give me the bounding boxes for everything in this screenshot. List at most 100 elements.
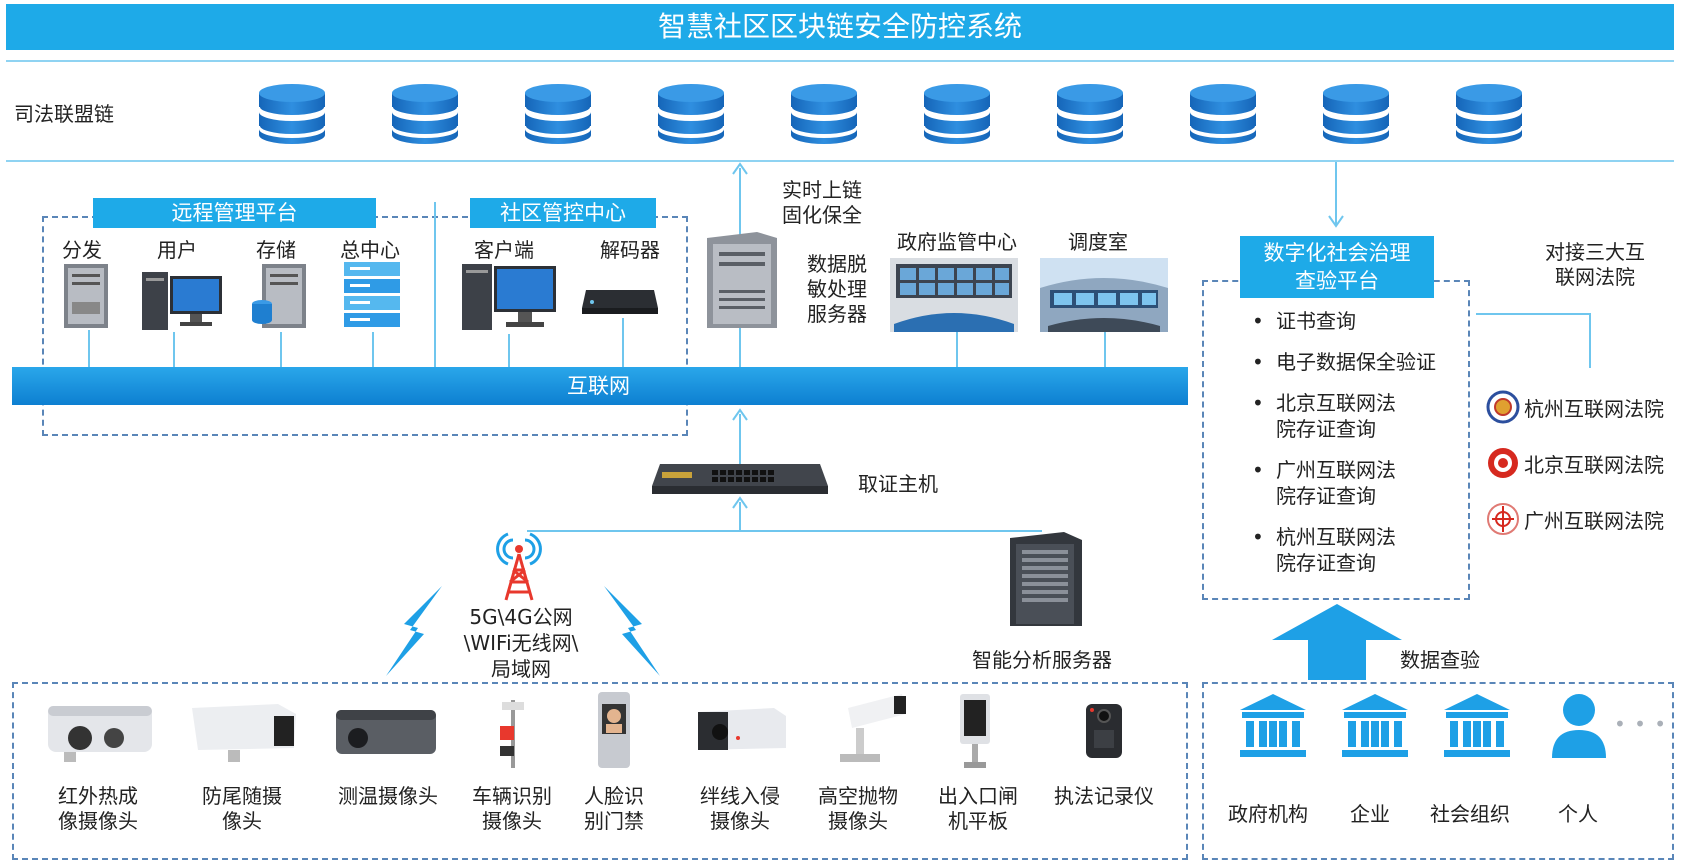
uplink-tree bbox=[527, 496, 1042, 532]
wireless-bolt-icon bbox=[596, 586, 668, 676]
court-item: 广州互联网法院 bbox=[1486, 502, 1664, 536]
analysis-server-label: 智能分析服务器 bbox=[972, 648, 1112, 672]
downlink-arrow bbox=[1328, 162, 1344, 228]
device-label-line: 摄像头 bbox=[828, 809, 888, 833]
database-icon bbox=[656, 83, 726, 145]
data-check-label: 数据查验 bbox=[1400, 648, 1480, 672]
courts-header-line: 对接三大互 bbox=[1545, 240, 1645, 264]
device-label-line: 人脸识 bbox=[584, 784, 644, 808]
server-icon bbox=[64, 264, 108, 328]
bullet-marker: • bbox=[1252, 391, 1264, 415]
device-label-line: 车辆识别 bbox=[472, 784, 552, 808]
device-label-line: 测温摄像头 bbox=[338, 784, 438, 808]
database-icon bbox=[922, 83, 992, 145]
switch-up-arrow bbox=[732, 408, 748, 464]
list-item-text: 院存证查询 bbox=[1276, 551, 1376, 575]
bullet-marker: • bbox=[1252, 525, 1264, 549]
connector bbox=[508, 334, 510, 368]
user-type-label: 个人 bbox=[1558, 802, 1598, 826]
face-access-icon bbox=[598, 692, 630, 768]
gov-center-label: 政府监管中心 bbox=[897, 230, 1017, 254]
guangzhou-court-logo bbox=[1487, 503, 1519, 535]
list-item-text: 广州互联网法 bbox=[1276, 458, 1396, 482]
client-computer-icon bbox=[462, 264, 556, 330]
database-icon bbox=[1454, 83, 1524, 145]
list-item-text: 电子数据保全验证 bbox=[1276, 350, 1436, 374]
node-label: 存储 bbox=[256, 238, 296, 262]
user-type-label: 企业 bbox=[1350, 802, 1390, 826]
device-label-line: 绊线入侵 bbox=[700, 784, 780, 808]
node-label: 用户 bbox=[157, 238, 197, 262]
falling-object-camera-icon bbox=[840, 694, 906, 762]
page-title: 智慧社区区块链安全防控系统 bbox=[6, 4, 1674, 50]
database-icon bbox=[1055, 83, 1125, 145]
desensitize-server-label: 数据脱 敏处理 服务器 bbox=[796, 252, 878, 327]
network-line: 5G\4G公网 bbox=[469, 605, 573, 629]
organization-icon bbox=[1442, 694, 1512, 758]
database-icon bbox=[1188, 83, 1258, 145]
government-icon bbox=[1238, 694, 1308, 758]
enterprise-icon bbox=[1340, 694, 1410, 758]
devices-box bbox=[12, 682, 1188, 860]
bullet-marker: • bbox=[1252, 350, 1264, 374]
server-label-line: 服务器 bbox=[807, 302, 867, 326]
node-label: 解码器 bbox=[600, 238, 660, 262]
gate-tablet-icon bbox=[960, 694, 990, 768]
connector bbox=[956, 332, 958, 368]
wireless-bolt-icon bbox=[378, 586, 450, 676]
device-label: 防尾随摄 像头 bbox=[184, 784, 300, 834]
device-label-line: 摄像头 bbox=[482, 809, 542, 833]
divider-bottom bbox=[6, 160, 1674, 162]
anti-tailgate-camera-icon bbox=[192, 704, 296, 762]
beijing-court-logo bbox=[1488, 448, 1518, 478]
governance-list: •证书查询 •电子数据保全验证 •北京互联网法院存证查询 •广州互联网法院存证查… bbox=[1240, 308, 1466, 591]
list-item-text: 证书查询 bbox=[1276, 309, 1356, 333]
hangzhou-court-logo bbox=[1486, 390, 1520, 424]
device-label-line: 防尾随摄 bbox=[202, 784, 282, 808]
connector bbox=[173, 332, 175, 368]
network-switch-icon bbox=[652, 464, 828, 494]
list-item: • 电子数据保全验证 bbox=[1240, 349, 1466, 375]
bullet-marker: • bbox=[1252, 309, 1264, 333]
server-label-line: 敏处理 bbox=[807, 277, 867, 301]
box-separator bbox=[434, 202, 436, 368]
network-line: 局域网 bbox=[491, 657, 551, 681]
device-label: 红外热成 像摄像头 bbox=[40, 784, 156, 834]
database-icon bbox=[390, 83, 460, 145]
governance-platform-title: 数字化社会治理 查验平台 bbox=[1240, 236, 1434, 298]
dispatch-room-image bbox=[1040, 258, 1168, 332]
court-name: 北京互联网法院 bbox=[1524, 452, 1664, 477]
network-label: 5G\4G公网 \WIFi无线网\ 局域网 bbox=[448, 604, 594, 682]
list-item-text: 院存证查询 bbox=[1276, 484, 1376, 508]
datacenter-icon bbox=[344, 262, 400, 327]
database-icon bbox=[257, 83, 327, 145]
list-item: •广州互联网法院存证查询 bbox=[1240, 457, 1466, 509]
blockchain-label: 司法联盟链 bbox=[14, 102, 114, 126]
connector bbox=[372, 332, 374, 368]
server-label-line: 数据脱 bbox=[807, 252, 867, 276]
network-line: \WIFi无线网\ bbox=[463, 631, 579, 655]
list-item: •北京互联网法院存证查询 bbox=[1240, 390, 1466, 442]
courts-header-line: 联网法院 bbox=[1555, 265, 1635, 289]
big-up-arrow-icon bbox=[1272, 604, 1402, 680]
node-label: 客户端 bbox=[474, 238, 534, 262]
users-box bbox=[1202, 682, 1674, 860]
list-item: •杭州互联网法院存证查询 bbox=[1240, 524, 1466, 576]
court-item: 杭州互联网法院 bbox=[1486, 390, 1664, 424]
list-item: • 证书查询 bbox=[1240, 308, 1466, 334]
device-label: 执法记录仪 bbox=[1036, 784, 1172, 809]
court-connector bbox=[1476, 313, 1591, 368]
vehicle-recognition-icon bbox=[500, 700, 524, 768]
uplink-label: 实时上链 固化保全 bbox=[774, 178, 870, 228]
uplink-line: 固化保全 bbox=[782, 203, 862, 227]
user-type-label: 社会组织 bbox=[1430, 802, 1510, 826]
server-tower-icon bbox=[707, 232, 777, 328]
connector bbox=[1104, 332, 1106, 368]
device-label-line: 像摄像头 bbox=[58, 809, 138, 833]
body-camera-icon bbox=[1086, 704, 1122, 758]
node-label: 分发 bbox=[62, 238, 102, 262]
device-label: 测温摄像头 bbox=[320, 784, 456, 809]
more-icon: • • • bbox=[1614, 712, 1668, 736]
courts-header: 对接三大互 联网法院 bbox=[1530, 240, 1660, 290]
device-label: 车辆识别 摄像头 bbox=[454, 784, 570, 834]
